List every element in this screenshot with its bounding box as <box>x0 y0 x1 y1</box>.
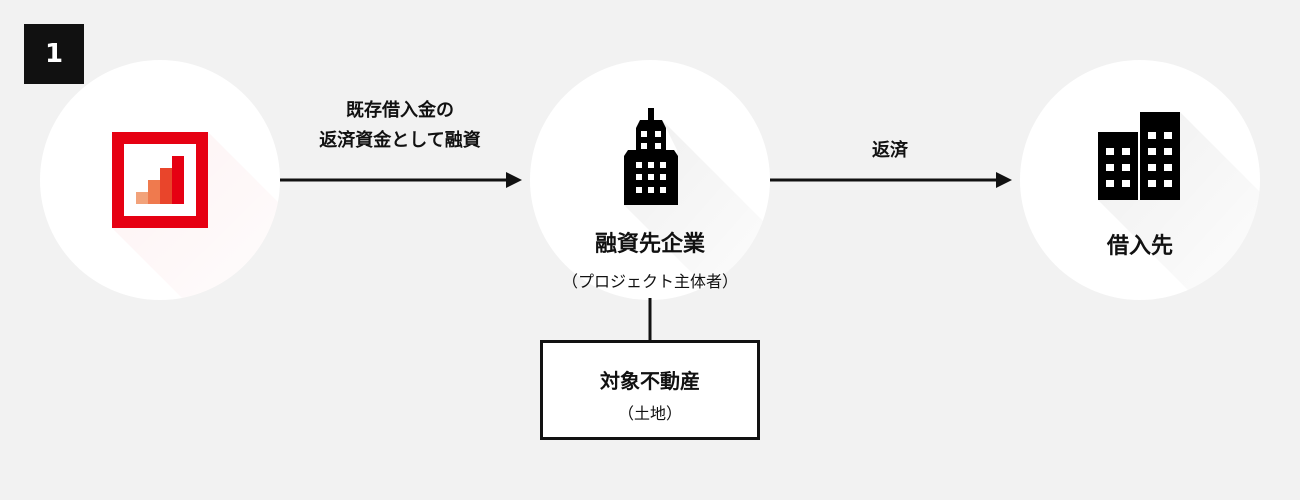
loan-label-line1: 既存借入金の <box>346 100 454 121</box>
repayment-arrow <box>770 172 1012 188</box>
collateral-box: 対象不動産 （土地） <box>540 340 760 440</box>
buildings-icon <box>1098 112 1180 200</box>
step-number-badge: 1 <box>24 24 84 84</box>
creditor-label: 借入先 <box>1106 234 1173 259</box>
collateral-label: 対象不動産 <box>600 369 700 393</box>
loan-arrow-label: 既存借入金の 返済資金として融資 <box>280 96 520 156</box>
borrower-label: 融資先企業 <box>594 232 705 257</box>
bank-logo-icon <box>112 132 208 228</box>
borrower-sublabel: （プロジェクト主体者） <box>561 272 738 291</box>
collateral-sublabel: （土地） <box>617 404 682 423</box>
repayment-arrow-label: 返済 <box>872 140 908 161</box>
loan-label-line2: 返済資金として融資 <box>319 130 481 151</box>
office-building-icon <box>624 108 678 205</box>
loan-arrow <box>280 172 522 188</box>
